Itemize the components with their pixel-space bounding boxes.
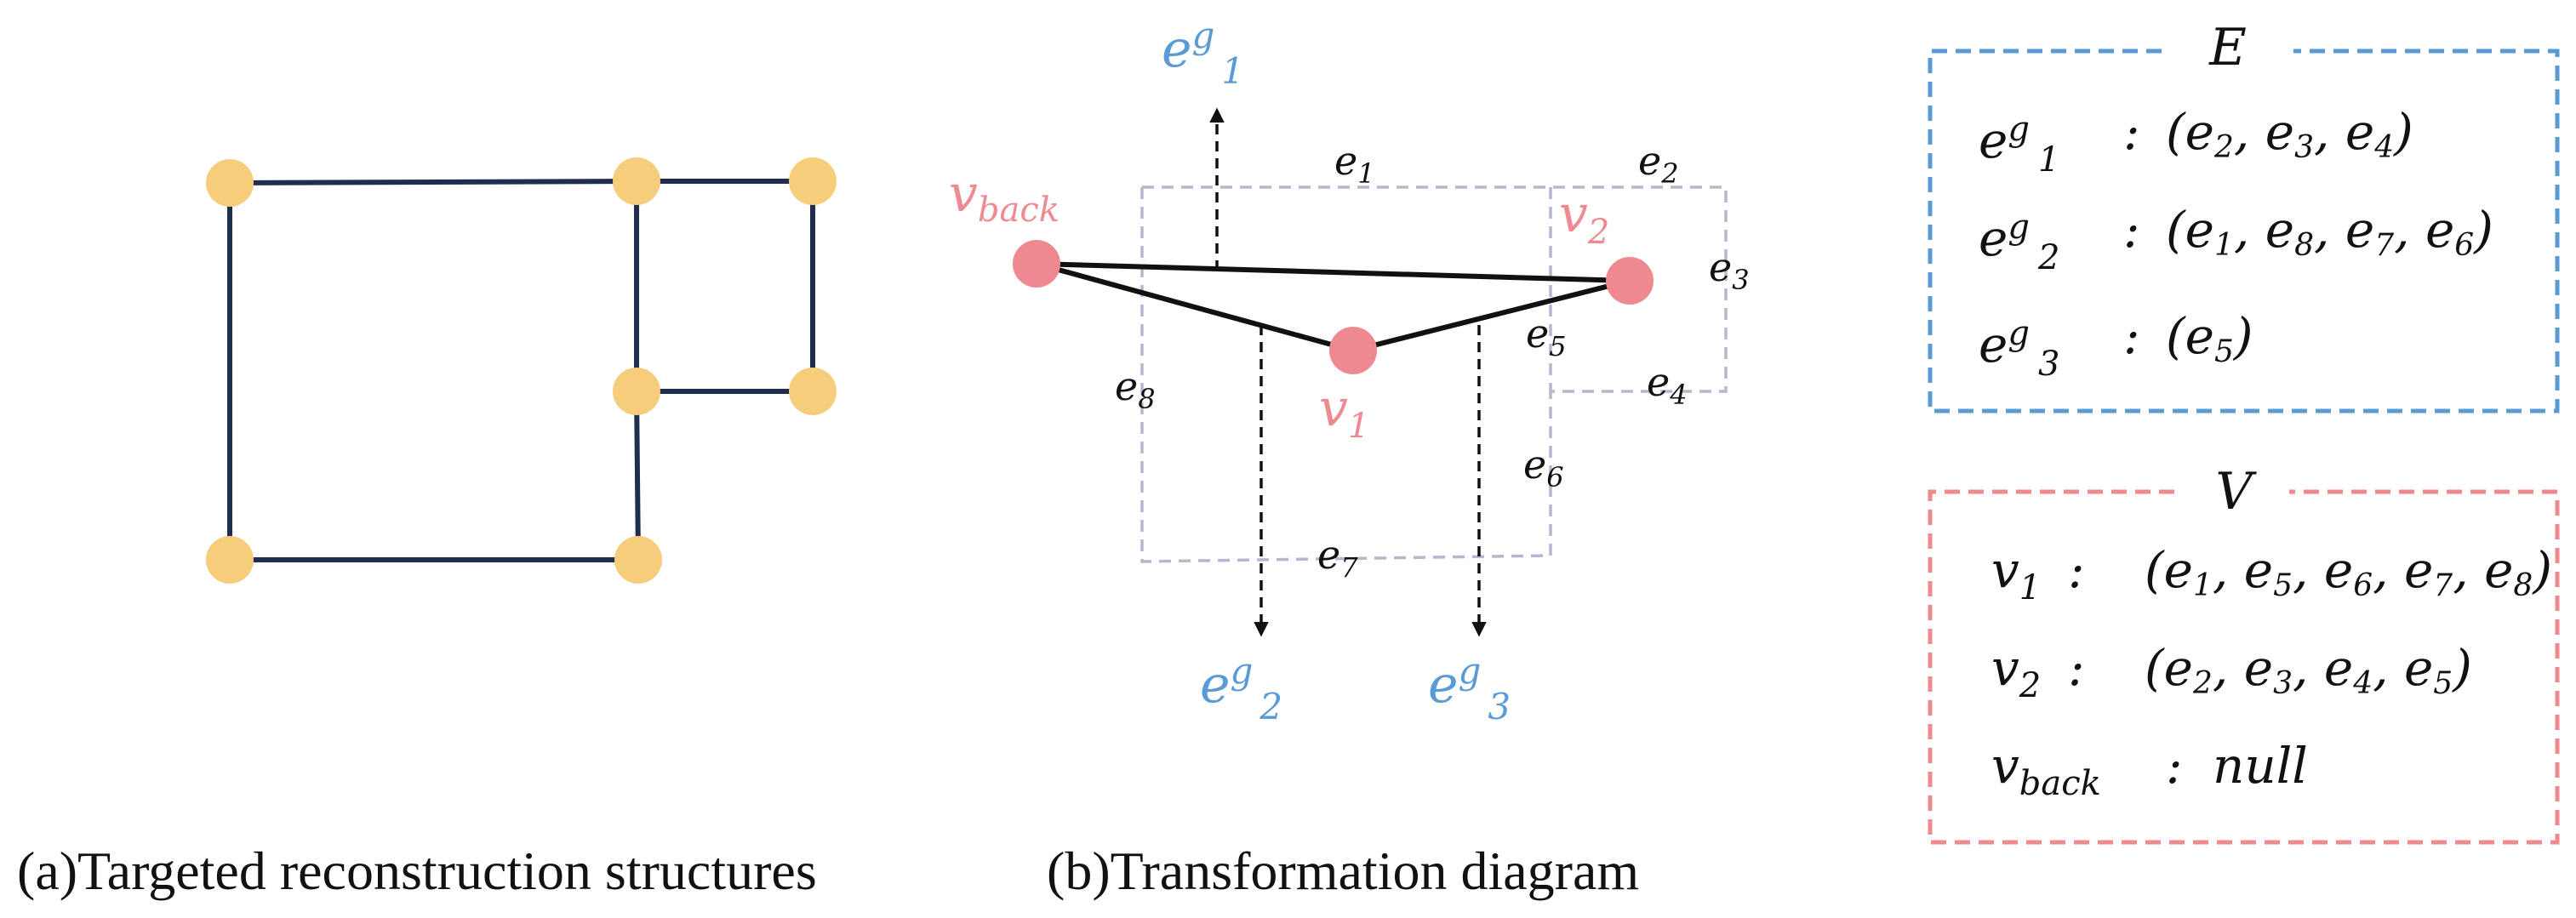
label-v1: v1 [1319,379,1369,446]
structure-node [613,368,660,415]
vertex-set-row-1: v1 : (e1, e5, e6, e7, e8) [1991,541,2552,611]
edge-label-e2: e2 [1638,138,1679,190]
panel-b-transformation-diagram: vback v1 v2 e1 e2 e3 e4 e5 e6 e7 e8 eg1 … [949,14,1750,901]
vertex-v-back [1013,240,1060,288]
edge-set-border [1928,48,2560,413]
transformed-edge [1352,278,1631,353]
vertex-set-row-2: v2 : (e2, e3, e4, e5) [1991,639,2472,709]
caption-b: (b)Transformation diagram [1047,841,1639,901]
transformed-edges [1036,261,1631,353]
structure-nodes [206,157,837,584]
vertex-set-border [1928,489,2560,845]
vertex-set-box: V v1 : (e1, e5, e6, e7, e8) v2 : (e2, e3… [1928,462,2560,845]
edge-label-e7: e7 [1317,532,1358,584]
ghost-edge-label-3: eg3 [1428,650,1511,727]
edge-labels: e1 e2 e3 e4 e5 e6 e7 e8 [1115,138,1750,584]
structure-node [206,159,254,207]
edge-set-box: E eg1 : (e2, e3, e4) eg2 : (e1, e8, e7, … [1928,18,2560,413]
vertex-set-row-3: vback : null [1991,737,2308,807]
caption-a: (a)Targeted reconstruction structures [17,841,817,901]
structure-node [206,536,254,584]
ghost-edge-label-1: eg1 [1162,14,1244,92]
edge-set-title: E [2208,18,2247,77]
structure-edge [634,391,641,561]
label-v2: v2 [1559,185,1609,252]
edge-set-row-2: eg2 : (e1, e8, e7, e6) [1979,201,2493,281]
edge-label-e5: e5 [1526,311,1567,362]
vertex-set-title: V [2215,462,2257,522]
edge-label-e1: e1 [1334,138,1375,190]
transformed-edge [1036,261,1631,283]
vertex-v1 [1329,327,1377,374]
structure-edges [227,179,815,562]
edge-label-e6: e6 [1523,442,1564,493]
ghost-edge-labels: eg1 eg2 eg3 [1162,14,1511,727]
edge-label-e8: e8 [1115,363,1156,415]
structure-node [789,157,837,205]
structure-node [789,368,837,415]
edge-label-e4: e4 [1647,359,1688,411]
label-v-back: vback [949,164,1060,230]
structure-node [614,536,662,584]
panel-a-reconstruction-structures: (a)Targeted reconstruction structures [17,157,837,901]
structure-node [613,157,660,205]
edge-set-row-3: eg3 : (e5) [1979,307,2253,387]
structure-edge [229,179,637,185]
vertex-v2 [1606,257,1654,305]
edge-set-row-1: eg1 : (e2, e3, e4) [1979,103,2413,183]
ghost-edge-label-2: eg2 [1200,650,1282,727]
dashed-structure-outline [1140,185,1728,563]
edge-label-e3: e3 [1709,244,1750,296]
transformed-edge [1036,261,1354,353]
